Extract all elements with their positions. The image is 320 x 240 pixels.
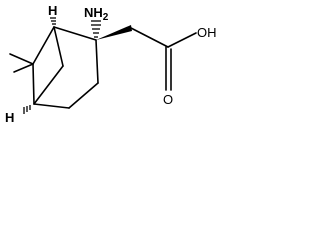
bond-c1-c7 <box>53 26 64 67</box>
hash-bond-c2-nh2 <box>91 20 101 38</box>
amine-label: NH2 <box>84 5 109 23</box>
hydroxyl-label: OH <box>197 25 217 40</box>
bridgehead-bottom-h-label: H <box>5 110 14 125</box>
wedge-bond-c2-ch2 <box>96 25 132 40</box>
hash-bond-c5-h <box>23 105 31 114</box>
bond-c5-c6 <box>32 63 35 105</box>
hash-bond-c1-h <box>50 17 56 25</box>
bond-c3-c4 <box>68 82 99 109</box>
molecule-structure: H H NH2 O OH <box>5 3 217 125</box>
bond-c1-c2 <box>53 26 97 41</box>
bond-c6-c1 <box>32 26 55 65</box>
carbonyl-oxygen-label: O <box>163 92 173 107</box>
bond-c6-methyl-2 <box>13 63 34 73</box>
bond-c6-methyl-1 <box>9 53 34 65</box>
bond-c7-c5 <box>33 65 64 105</box>
bond-c-oh <box>167 32 197 48</box>
bridgehead-top-h-label: H <box>48 3 57 18</box>
bond-c4-c5 <box>33 103 70 109</box>
bond-c2-c3 <box>95 39 99 84</box>
bond-ch2-ccooh <box>130 27 169 48</box>
